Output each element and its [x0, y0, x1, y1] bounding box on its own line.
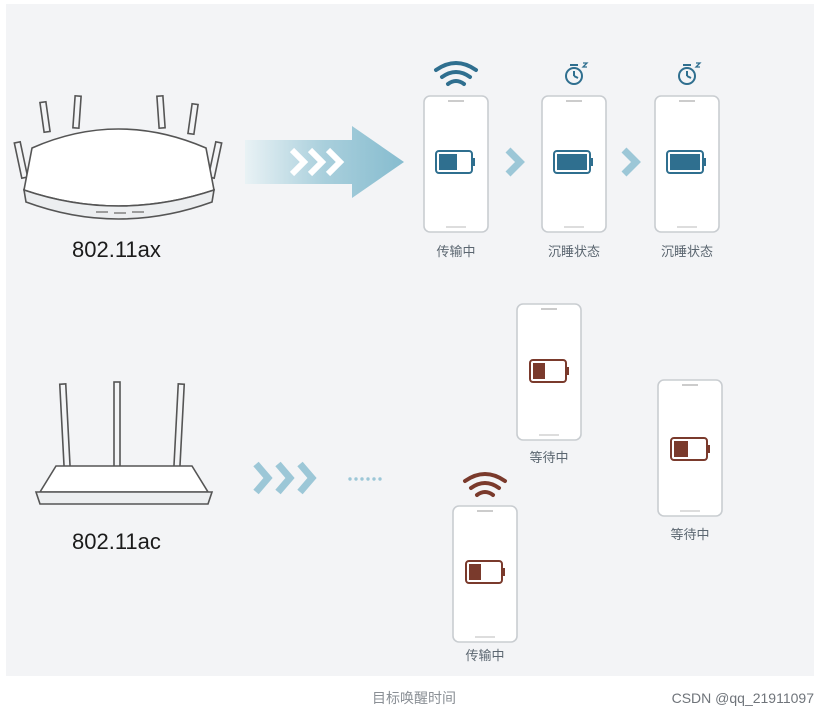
phone-ax-1-status: 传输中 [436, 244, 475, 260]
sleep-timer-icon [678, 62, 702, 85]
watermark: CSDN @qq_21911097 [671, 690, 814, 706]
wifi-icon [434, 61, 478, 86]
sleep-timer-icon [565, 62, 589, 85]
ax-chevrons [289, 147, 345, 177]
ac-chevrons [253, 461, 317, 495]
router-ax [13, 94, 223, 220]
ac-dots [348, 477, 382, 481]
phone-ax-1 [423, 95, 489, 233]
router-ac [34, 381, 214, 505]
phone-ax-2 [541, 95, 607, 233]
router-ac-label: 802.11ac [72, 529, 161, 554]
phone-ax-3 [654, 95, 720, 233]
phone-ac-1 [516, 303, 582, 441]
phone-ac-2-status: 等待中 [670, 527, 709, 543]
phone-ac-3-status: 传输中 [465, 648, 504, 664]
chevron-icon [621, 147, 641, 177]
phone-ac-2 [657, 379, 723, 517]
wifi-icon [463, 472, 507, 497]
phone-ac-3 [452, 505, 518, 643]
phone-ax-3-status: 沉睡状态 [661, 245, 713, 260]
chevron-icon [505, 147, 525, 177]
diagram-caption: 目标唤醒时间 [372, 691, 456, 707]
phone-ac-1-status: 等待中 [529, 450, 568, 466]
phone-ax-2-status: 沉睡状态 [548, 245, 600, 260]
router-ax-label: 802.11ax [72, 237, 161, 262]
